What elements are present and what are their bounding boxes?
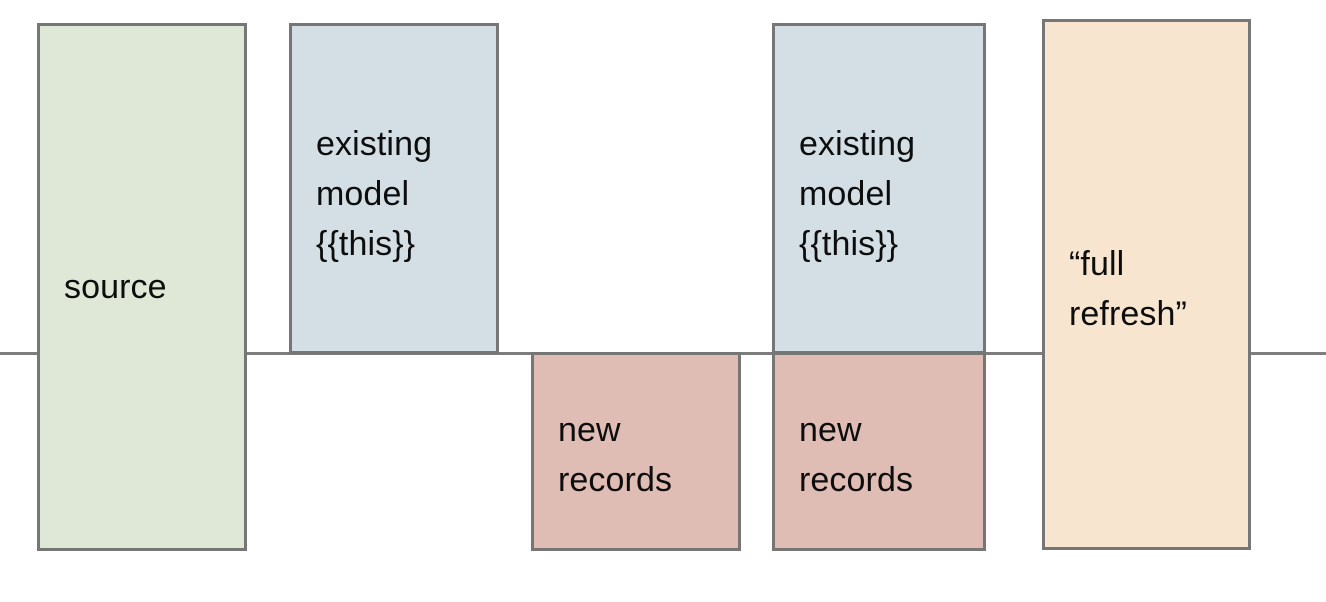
block-existing-model-1-label: existing model {{this}} [316, 125, 433, 263]
block-new-records-2-label: new records [799, 411, 914, 499]
block-full-refresh-label: “full refresh” [1069, 245, 1187, 333]
block-existing-model-2[interactable]: existing model {{this}} [772, 23, 986, 354]
block-existing-model-1[interactable]: existing model {{this}} [289, 23, 499, 354]
block-source[interactable]: source [37, 23, 247, 551]
block-new-records-1-label: new records [558, 411, 673, 499]
block-full-refresh[interactable]: “full refresh” [1042, 19, 1251, 550]
block-new-records-1[interactable]: new records [531, 352, 741, 551]
block-existing-model-2-label: existing model {{this}} [799, 125, 916, 263]
block-source-label: source [64, 268, 167, 306]
block-new-records-2[interactable]: new records [772, 352, 986, 551]
